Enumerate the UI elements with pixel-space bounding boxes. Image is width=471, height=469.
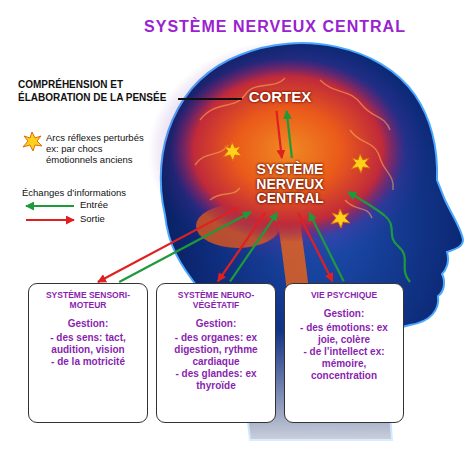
- box-body: - des sens: tact, audition, vision: [34, 332, 142, 356]
- diagram-title: SYSTÈME NERVEUX CENTRAL: [120, 18, 430, 36]
- box-body: Gestion:: [290, 308, 398, 320]
- brain-outer-glow: [148, 40, 428, 264]
- sensory-input-arrow: [348, 192, 410, 282]
- box-heading: VIE PSYCHIQUE: [290, 290, 398, 300]
- leader-line: [178, 98, 242, 100]
- output-arrow: [298, 213, 332, 281]
- legend-star-sample: [23, 132, 42, 151]
- brain-region-label: CORTEX: [245, 86, 315, 109]
- box-body: - des glandes: ex thyroïde: [162, 368, 270, 392]
- box-body: Gestion:: [162, 318, 270, 330]
- input-arrow: [230, 213, 277, 282]
- legend-text: Sortie: [80, 214, 150, 225]
- box-heading: SYSTÈME SENSORI-MOTEUR: [34, 290, 142, 310]
- legend-text: Arcs réflexes perturbés ex: par chocs ém…: [46, 133, 151, 166]
- input-arrow: [119, 212, 251, 282]
- annotation-label: COMPRÉHENSION ET ÉLABORATION DE LA PENSÉ…: [18, 79, 178, 104]
- output-arrow: [277, 111, 282, 158]
- input-arrow: [287, 111, 292, 158]
- function-box: SYSTÈME NEURO-VÉGÉTATIF Gestion: - des org…: [156, 283, 276, 423]
- function-box: VIE PSYCHIQUE Gestion: - des émotions: ex …: [284, 283, 404, 423]
- box-heading: SYSTÈME NEURO-VÉGÉTATIF: [162, 290, 270, 310]
- brain: [170, 58, 406, 242]
- legend-entry-sample: [26, 205, 74, 207]
- output-arrow: [218, 213, 265, 282]
- node-text: SYSTÈME NERVEUX CENTRAL: [243, 162, 337, 206]
- box-body: - de la motricité: [34, 356, 142, 368]
- box-body: - de l’intellect ex: mémoire, concentrat…: [290, 346, 398, 382]
- legend-heading: Échanges d’informations: [22, 187, 152, 199]
- legend-text: Entrée: [80, 200, 150, 211]
- brain-region-label: SYSTÈME NERVEUX CENTRAL: [240, 160, 340, 211]
- legend-exit-sample: [26, 219, 74, 221]
- box-body: Gestion:: [34, 318, 142, 330]
- function-box: SYSTÈME SENSORI-MOTEUR Gestion: - des sens…: [28, 283, 148, 423]
- node-text: CORTEX: [248, 88, 312, 105]
- box-body: - des organes: ex digestion, rythme card…: [162, 332, 270, 368]
- output-arrow: [98, 207, 238, 282]
- box-body: - des émotions: ex joie, colère: [290, 322, 398, 346]
